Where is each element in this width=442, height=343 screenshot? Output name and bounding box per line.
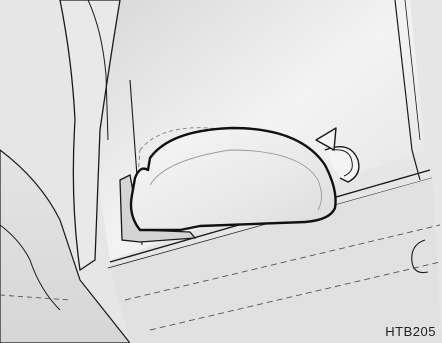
figure-code-label: HTB205 bbox=[385, 324, 436, 339]
